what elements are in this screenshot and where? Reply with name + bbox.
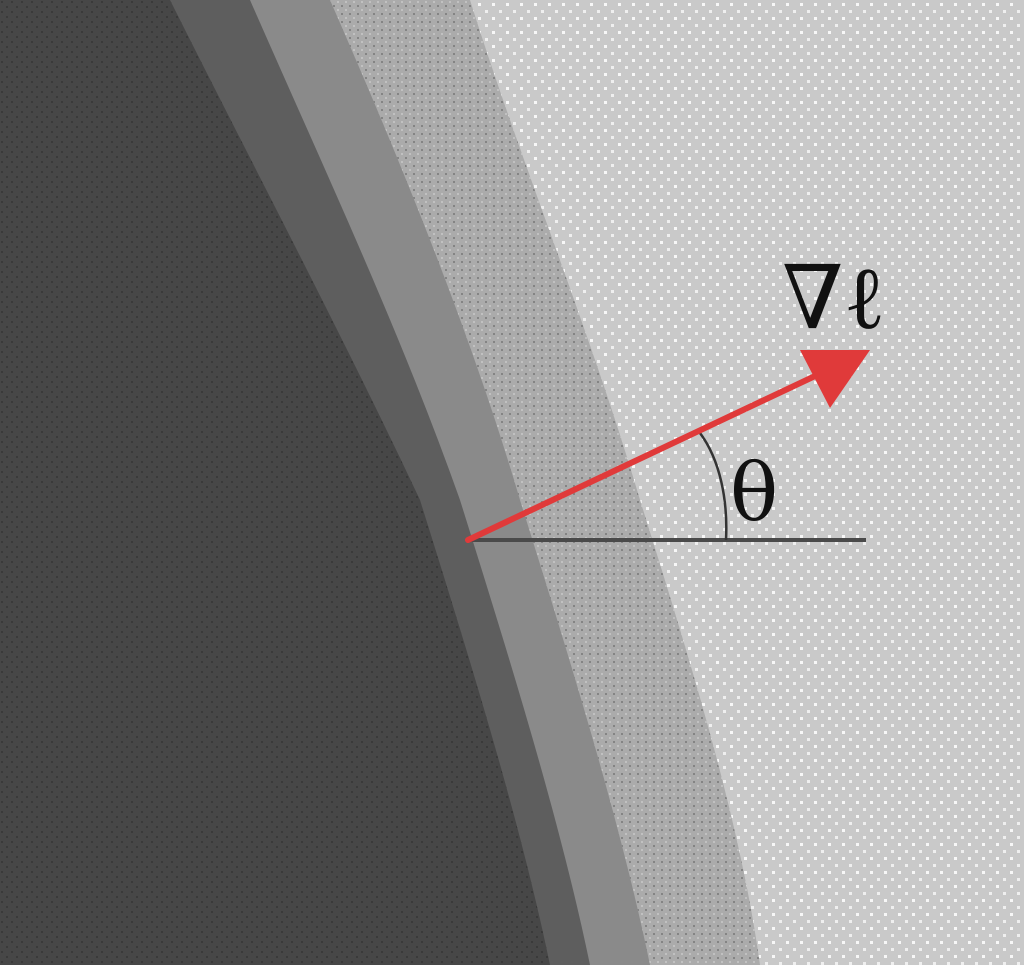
gradient-label: ∇ℓ xyxy=(782,246,886,349)
angle-label: θ xyxy=(730,446,778,539)
angle-arc xyxy=(698,432,728,541)
dark-region-dither xyxy=(0,0,550,965)
edge-band-mid xyxy=(200,0,650,965)
gradient-arrow xyxy=(465,365,835,543)
gradient-arrowhead xyxy=(800,350,870,408)
